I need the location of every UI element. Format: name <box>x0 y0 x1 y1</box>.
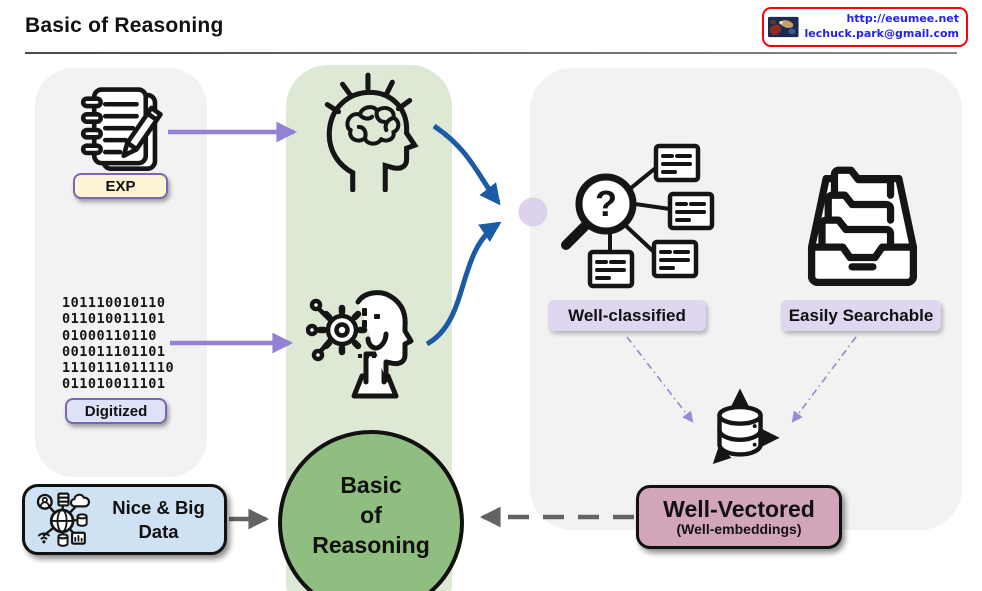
contact-email[interactable]: lechuck.park@gmail.com <box>804 27 959 40</box>
digitized-label-pill: Digitized <box>65 398 167 424</box>
easily-searchable-pill: Easily Searchable <box>781 300 941 331</box>
header-divider <box>25 52 957 54</box>
contact-url[interactable]: http://eeumee.net <box>846 12 959 26</box>
page-title: Basic of Reasoning <box>25 14 224 37</box>
circle-line2: of <box>360 502 382 528</box>
well-vectored-title: Well-Vectored <box>663 495 815 522</box>
well-vectored-box: Well-Vectored (Well-embeddings) <box>636 485 842 549</box>
well-classified-pill: Well-classified <box>548 300 706 331</box>
nice-big-data-box: Nice & Big Data <box>22 484 227 555</box>
circle-line3: Reasoning <box>312 532 430 558</box>
well-vectored-subtitle: (Well-embeddings) <box>676 520 802 537</box>
easily-searchable-icon <box>807 166 918 287</box>
big-data-icon <box>36 492 90 547</box>
digitized-label: Digitized <box>84 402 148 420</box>
well-classified-label: Well-classified <box>568 305 686 325</box>
well-classified-icon: ? <box>561 143 715 289</box>
circle-line1: Basic <box>340 472 402 498</box>
contact-card: http://eeumee.net lechuck.park@gmail.com <box>762 7 968 47</box>
basic-of-reasoning-circle: Basic of Reasoning <box>278 430 464 591</box>
notebook-exp-icon <box>80 87 163 171</box>
vector-database-icon <box>712 388 780 465</box>
easily-searchable-label: Easily Searchable <box>788 305 934 325</box>
human-brain-icon <box>324 72 419 192</box>
svg-text:?: ? <box>595 183 617 224</box>
nice-big-data-line2: Data <box>138 520 179 542</box>
exp-label-pill: EXP <box>73 173 168 199</box>
nice-big-data-line1: Nice & Big <box>112 497 205 519</box>
binary-data-block: 101110010110 011010011101 01000110110 00… <box>62 295 175 393</box>
exp-label: EXP <box>105 177 136 195</box>
ai-machine-head-icon <box>306 290 414 399</box>
contact-photo <box>768 16 799 38</box>
